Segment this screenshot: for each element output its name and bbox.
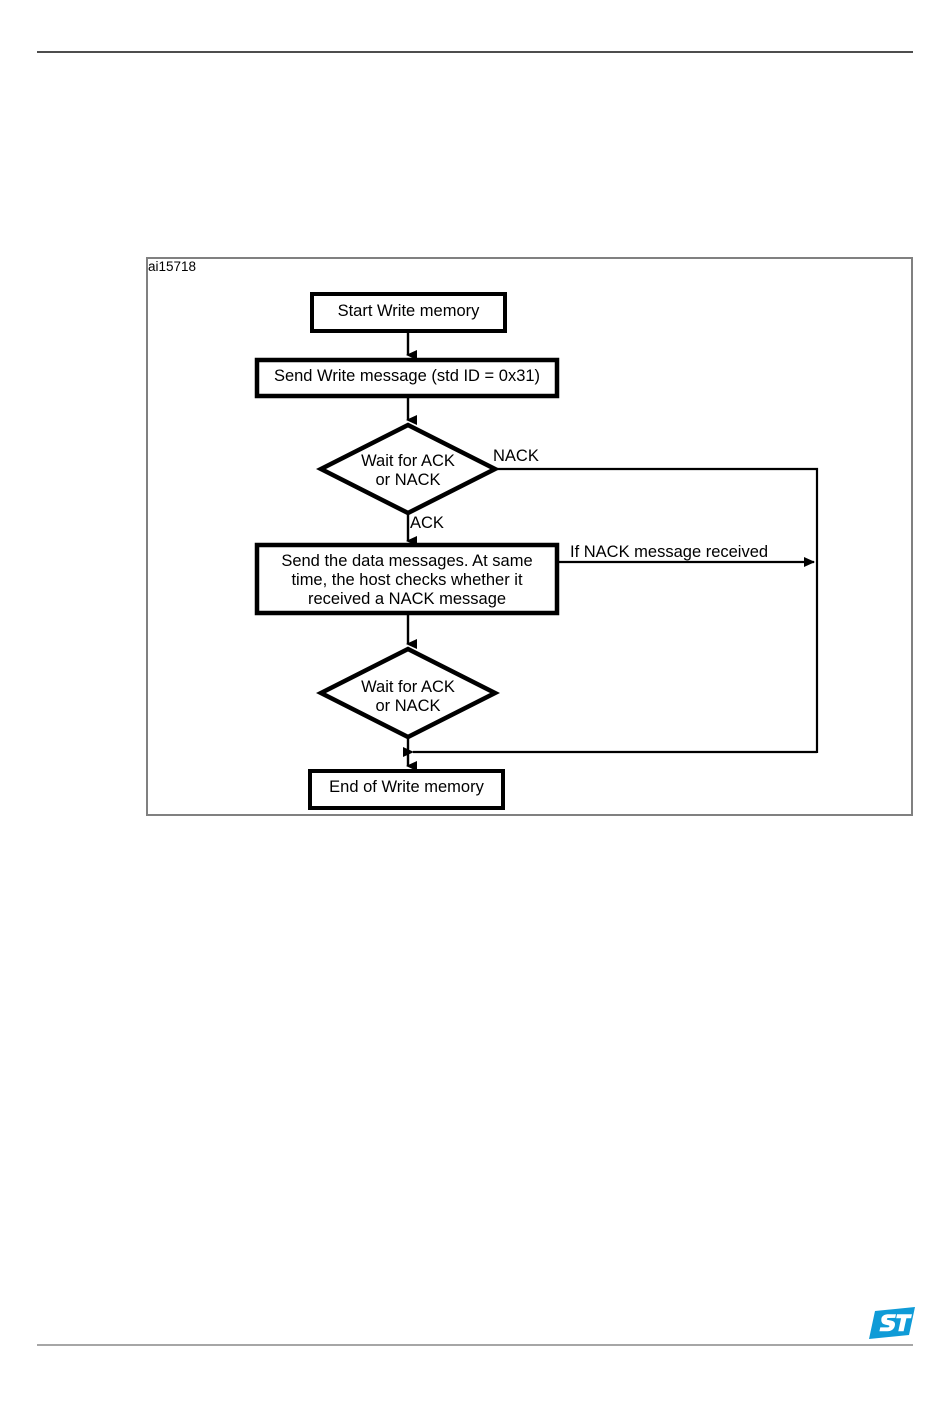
node-end-write-memory [308,769,505,810]
node-send-data-messages [254,542,560,616]
edge-label-nack: NACK [493,447,539,465]
edge-label-ack: ACK [410,514,444,532]
page-footer-rule [37,1344,913,1346]
figure-id-label: ai15718 [148,259,197,274]
edge-label-if-nack-message-received: If NACK message received [570,543,769,561]
edge-wait1-nack-branch [495,467,819,753]
flowchart-graphics [254,292,819,810]
node-wait-ack-nack-1 [316,422,500,516]
node-start-write-memory [310,292,507,333]
node-send-write-message [254,357,560,399]
st-logo [869,1307,915,1339]
figure-frame: Start Write memory Send Write message (s… [146,257,913,816]
page-header-rule [37,51,913,53]
node-wait-ack-nack-2 [316,646,500,740]
